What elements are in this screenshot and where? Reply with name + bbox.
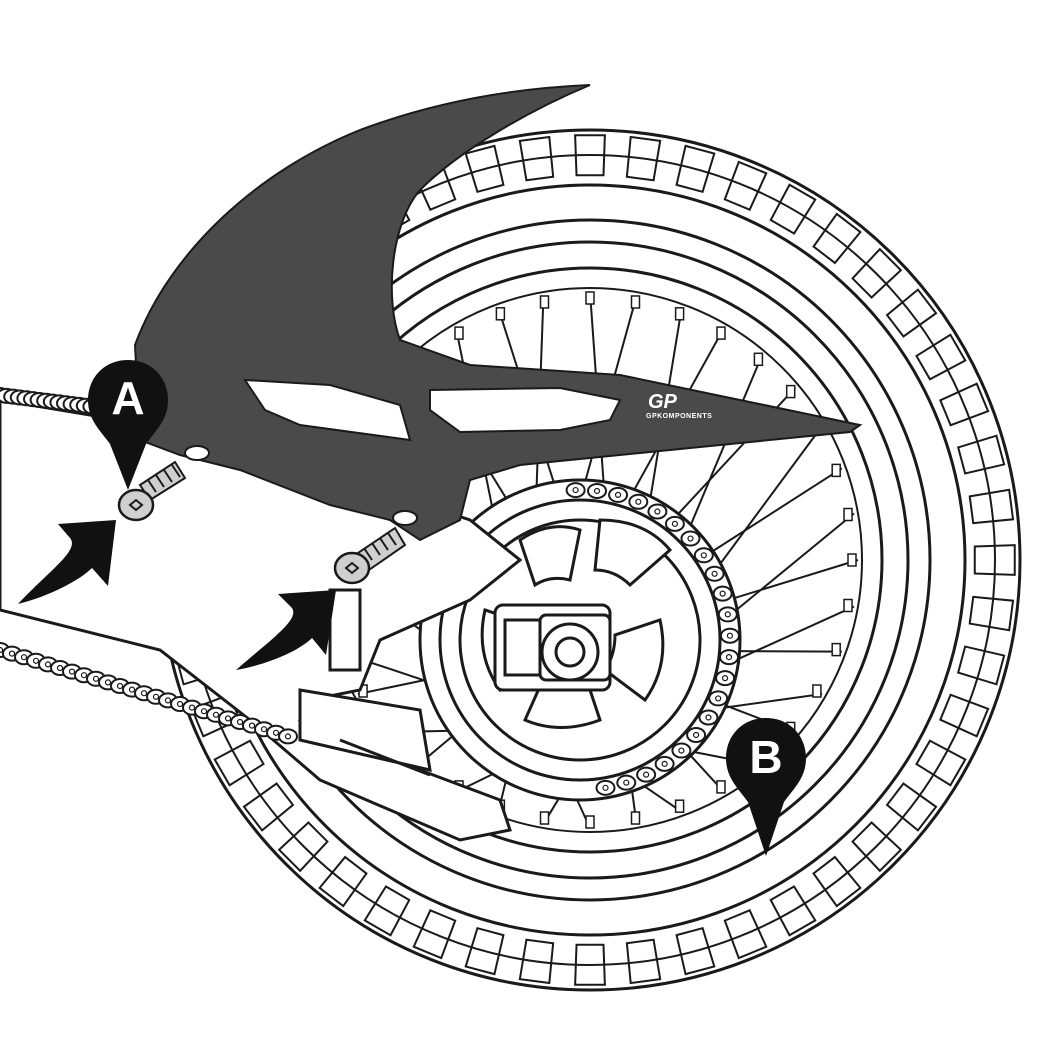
drive-chain — [0, 387, 740, 796]
bolt-icon — [333, 526, 407, 585]
location-pin-icon — [88, 360, 168, 490]
marker-label: B — [749, 731, 782, 783]
marker-label: A — [111, 372, 144, 424]
location-pin-icon — [726, 718, 806, 856]
marker-b: B — [726, 718, 806, 856]
arrow-icon — [236, 590, 336, 670]
marker-a: A — [88, 360, 168, 490]
rear-sprocket — [418, 478, 742, 802]
brand-logo: GP GPKOMPONENTS — [646, 391, 712, 420]
arrow-icon — [18, 520, 116, 604]
logo-subtext: GPKOMPONENTS — [646, 413, 712, 420]
logo-text: GP — [648, 391, 678, 413]
bolt-icon — [117, 460, 187, 522]
chain-guard: GP GPKOMPONENTS — [133, 84, 863, 542]
